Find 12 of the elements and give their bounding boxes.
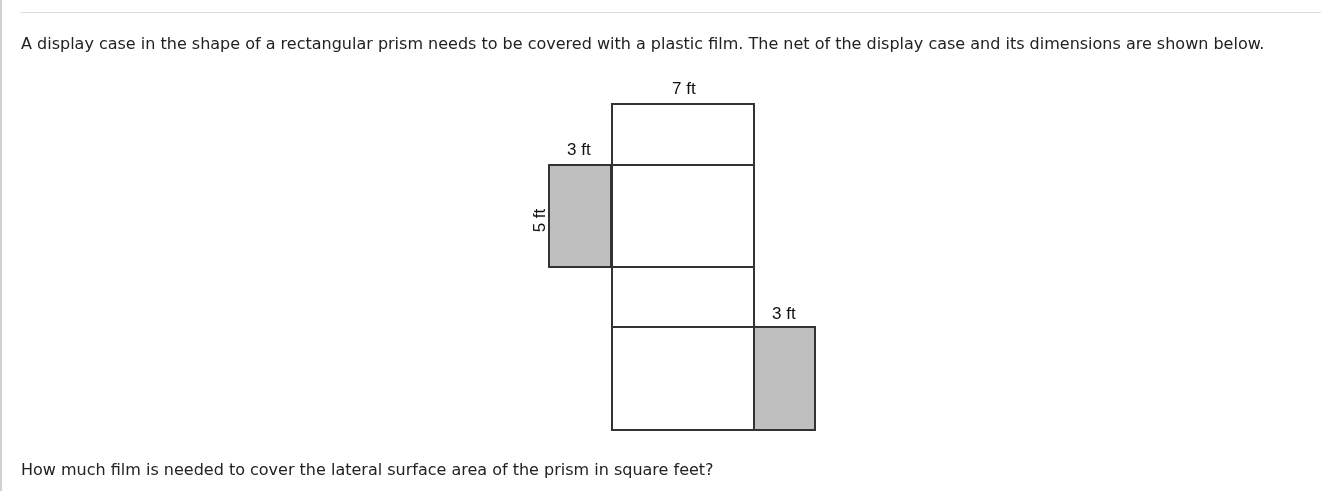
question-text: How much film is needed to cover the lateral surface area of the prism in square feet? xyxy=(21,460,714,479)
net-face xyxy=(611,266,755,328)
dimension-label: 3 ft xyxy=(567,141,591,158)
net-face xyxy=(611,103,755,166)
net-face xyxy=(611,164,755,268)
dimension-label: 3 ft xyxy=(772,305,796,322)
question-text: A display case in the shape of a rectangular prism needs to be covered with a plastic film. The net of the display case and its dimensions are shown below. xyxy=(21,34,1265,53)
shaded-face xyxy=(548,164,612,268)
dimension-label: 7 ft xyxy=(672,80,696,97)
dimension-label: 5 ft xyxy=(531,208,549,233)
net-face xyxy=(611,326,755,431)
shaded-face xyxy=(753,326,816,431)
